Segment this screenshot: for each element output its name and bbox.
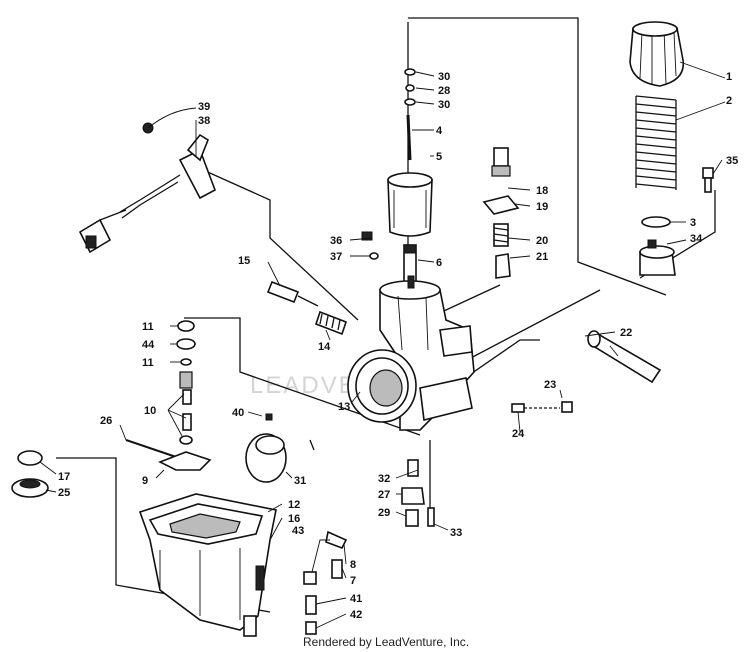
screw-36-37 xyxy=(361,231,379,260)
screw-35 xyxy=(702,167,714,193)
callout-25: 25 xyxy=(58,487,70,499)
float-bowl xyxy=(138,493,277,637)
idle-screw xyxy=(266,280,348,336)
callout-40: 40 xyxy=(232,407,244,419)
throttle-valve xyxy=(387,172,433,237)
cap-base xyxy=(639,239,676,276)
callout-24: 24 xyxy=(512,428,525,440)
callout-12: 12 xyxy=(288,499,300,511)
callout-37: 37 xyxy=(330,251,342,263)
callout-29: 29 xyxy=(378,507,390,519)
leader-lines xyxy=(39,61,726,629)
callout-31: 31 xyxy=(294,475,306,487)
float xyxy=(245,413,287,483)
callout-43: 43 xyxy=(292,525,304,537)
throttle-spring xyxy=(635,92,677,192)
tick-mark xyxy=(309,439,315,451)
callout-15: 15 xyxy=(238,255,250,267)
callout-23: 23 xyxy=(544,379,556,391)
callout-14: 14 xyxy=(318,341,331,353)
callout-34: 34 xyxy=(690,233,703,245)
callout-3: 3 xyxy=(690,217,696,229)
jet-23-24 xyxy=(511,401,573,413)
callout-35: 35 xyxy=(726,155,738,167)
callout-30a: 30 xyxy=(438,71,450,83)
callout-20: 20 xyxy=(536,235,548,247)
callout-32: 32 xyxy=(378,473,390,485)
float-arm xyxy=(158,451,212,471)
credit-text: Rendered by LeadVenture, Inc. xyxy=(303,635,469,649)
callout-39: 39 xyxy=(198,101,210,113)
spring-washer xyxy=(641,216,671,228)
callout-18: 18 xyxy=(536,185,548,197)
callout-17: 17 xyxy=(58,471,70,483)
callout-8: 8 xyxy=(350,559,356,571)
callout-1: 1 xyxy=(726,71,732,83)
callout-9: 9 xyxy=(142,475,148,487)
callout-21: 21 xyxy=(536,251,548,263)
main-jet-parts xyxy=(401,459,435,527)
carb-cap xyxy=(629,21,685,87)
drain-cap xyxy=(11,450,49,498)
callout-16: 16 xyxy=(288,513,300,525)
callout-5: 5 xyxy=(436,151,442,163)
callout-19: 19 xyxy=(536,201,548,213)
callout-labels: 1 2 3 4 5 6 7 8 9 10 11 11 12 13 14 15 1… xyxy=(58,71,738,621)
callout-2: 2 xyxy=(726,95,732,107)
callout-33: 33 xyxy=(450,527,462,539)
callout-42: 42 xyxy=(350,609,362,621)
bowl-hardware xyxy=(303,530,348,635)
callout-26: 26 xyxy=(100,415,112,427)
callout-44: 44 xyxy=(142,339,155,351)
float-valve-parts xyxy=(176,320,196,445)
throttle-sensor xyxy=(78,122,216,254)
callout-7: 7 xyxy=(350,575,356,587)
carburetor-body xyxy=(347,275,475,431)
top-washers xyxy=(404,68,416,106)
callout-13: 13 xyxy=(338,401,350,413)
callout-22: 22 xyxy=(620,327,632,339)
callout-27: 27 xyxy=(378,489,390,501)
callout-11a: 11 xyxy=(142,321,154,333)
jet-needle xyxy=(406,114,412,161)
pilot-jet-group xyxy=(482,147,520,279)
callout-38: 38 xyxy=(198,115,210,127)
callout-6: 6 xyxy=(436,257,442,269)
callout-36: 36 xyxy=(330,235,342,247)
callout-28: 28 xyxy=(438,85,450,97)
callout-4: 4 xyxy=(436,125,443,137)
callout-30b: 30 xyxy=(438,99,450,111)
callout-41: 41 xyxy=(350,593,362,605)
callout-10: 10 xyxy=(144,405,156,417)
callout-11b: 11 xyxy=(142,357,154,369)
